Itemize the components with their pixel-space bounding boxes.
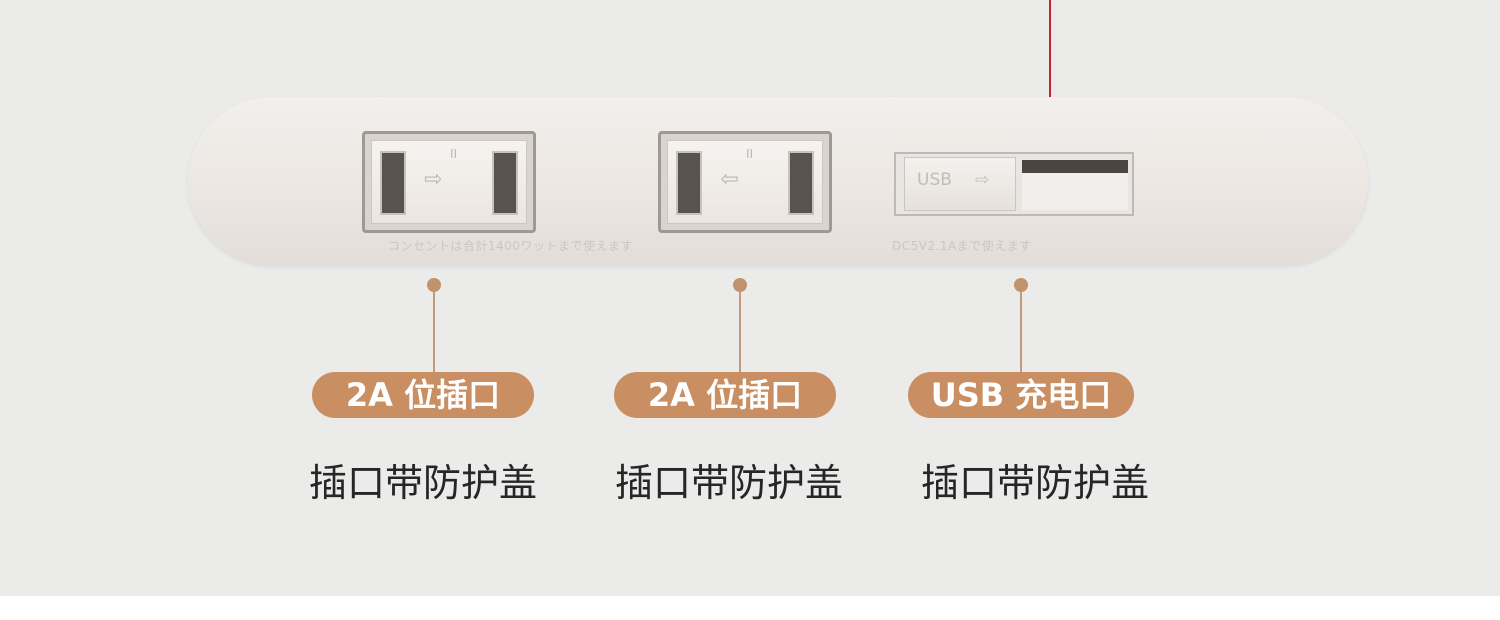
outlet-slot	[380, 151, 406, 215]
usb-cover-label: USB	[917, 170, 952, 190]
outlet-slot	[676, 151, 702, 215]
power-cable	[1049, 0, 1051, 98]
usb-port: USB ⇨	[894, 152, 1134, 216]
usb-opening	[1022, 160, 1128, 210]
outlet-notice: コンセントは合計1400ワットまで使えます	[388, 239, 634, 253]
callout-dot	[1014, 278, 1028, 292]
outlet-slot	[788, 151, 814, 215]
ac-outlet-1: ⇨ II	[362, 131, 536, 233]
outlet-protective-cover: ⇨ II	[371, 140, 527, 224]
callout-line	[739, 292, 741, 372]
arrow-icon: ⇨	[424, 167, 443, 192]
callout-caption-2: 插口带防护盖	[614, 461, 843, 505]
callout-label-3: USB 充电口	[908, 372, 1134, 418]
callout-label-2: 2A 位插口	[614, 372, 836, 418]
callout-label-1: 2A 位插口	[312, 372, 534, 418]
ac-outlet-2: ⇨ II	[658, 131, 832, 233]
usb-notice: DC5V2.1Aまで使えます	[892, 239, 1032, 253]
arrow-icon: ⇨	[720, 167, 739, 192]
arrow-icon: ⇨	[975, 170, 990, 190]
outlet-protective-cover: ⇨ II	[667, 140, 823, 224]
mark-text: II	[746, 147, 754, 161]
callout-line	[1020, 292, 1022, 372]
outlet-slot	[492, 151, 518, 215]
callout-caption-3: 插口带防护盖	[920, 461, 1149, 505]
callout-caption-1: 插口带防护盖	[308, 461, 537, 505]
callout-dot	[733, 278, 747, 292]
callout-dot	[427, 278, 441, 292]
power-strip: ⇨ II ⇨ II USB ⇨ コンセントは合計1400ワットまで使えます DC…	[188, 97, 1368, 265]
callout-line	[433, 292, 435, 372]
mark-text: II	[450, 147, 458, 161]
product-photo: ⇨ II ⇨ II USB ⇨ コンセントは合計1400ワットまで使えます DC…	[0, 0, 1500, 596]
usb-slide-cover: USB ⇨	[904, 157, 1016, 211]
